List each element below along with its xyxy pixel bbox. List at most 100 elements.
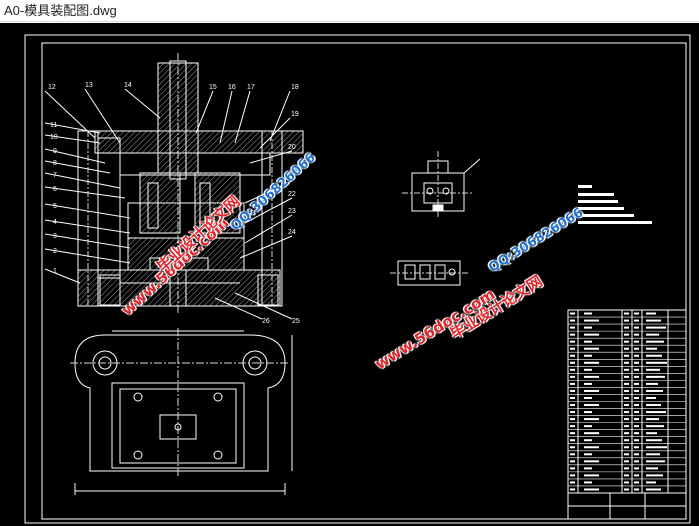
part-label: 1 xyxy=(53,268,57,275)
part-label: 3 xyxy=(53,233,57,240)
bom-cell-mark xyxy=(584,425,592,428)
bom-cell-mark xyxy=(646,446,667,449)
bom-cell-mark xyxy=(624,446,629,449)
bom-cell-mark xyxy=(634,382,639,385)
bom-cell-mark xyxy=(570,439,575,442)
bom-cell-mark xyxy=(646,368,660,371)
part-label: 5 xyxy=(53,203,57,210)
bom-cell-mark xyxy=(584,396,592,399)
bom-cell-mark xyxy=(584,453,592,456)
bom-cell-mark xyxy=(646,340,664,343)
bom-cell-mark xyxy=(634,460,639,463)
bom-cell-mark xyxy=(634,418,639,421)
tech-requirements-notes xyxy=(578,185,652,224)
window-title-bar: A0-模具装配图.dwg xyxy=(0,0,699,22)
bom-cell-mark xyxy=(570,319,575,322)
bom-cell-mark xyxy=(646,404,661,407)
strip-layout-view xyxy=(390,260,470,286)
bom-cell-mark xyxy=(570,375,575,378)
part-label: 26 xyxy=(262,318,270,325)
bom-cell-mark xyxy=(646,361,667,364)
part-label: 24 xyxy=(288,229,296,236)
bom-cell-mark xyxy=(570,347,575,350)
bom-cell-mark xyxy=(634,446,639,449)
bom-cell-mark xyxy=(584,347,599,350)
cad-drawing-canvas: 12 13 14 15 16 17 18 19 11 10 9 8 7 6 5 … xyxy=(24,34,691,524)
bom-cell-mark xyxy=(646,347,657,350)
part-label: 20 xyxy=(288,144,296,151)
part-label: 14 xyxy=(124,82,132,89)
part-label: 18 xyxy=(291,84,299,91)
bom-cell-mark xyxy=(624,389,629,392)
part-label: 8 xyxy=(53,160,57,167)
bom-cell-mark xyxy=(646,326,666,329)
bom-cell-mark xyxy=(624,439,629,442)
bom-row-lines xyxy=(568,316,686,487)
bom-cell-mark xyxy=(570,425,575,428)
bom-cell-mark xyxy=(624,368,629,371)
leader-lines xyxy=(44,88,293,320)
bom-cell-mark xyxy=(634,396,639,399)
bom-cell-mark xyxy=(646,411,666,414)
bom-cell-mark xyxy=(646,319,661,322)
bom-cell-mark xyxy=(624,347,629,350)
bom-cell-mark xyxy=(634,467,639,470)
bom-cell-mark xyxy=(584,326,592,329)
bom-cell-mark xyxy=(634,361,639,364)
bom-cell-mark xyxy=(646,418,659,421)
bom-cell-mark xyxy=(624,319,629,322)
bom-cell-mark xyxy=(624,481,629,484)
bom-cell-mark xyxy=(570,361,575,364)
bom-cell-mark xyxy=(646,382,658,385)
bom-cell-mark xyxy=(570,432,575,435)
bom-cell-mark xyxy=(570,326,575,329)
bom-cell-mark xyxy=(570,488,575,491)
bom-cell-mark xyxy=(584,467,592,470)
bom-cell-mark xyxy=(570,312,575,315)
bom-cell-mark xyxy=(646,460,665,463)
bom-cell-mark xyxy=(584,361,599,364)
bom-cell-mark xyxy=(584,312,592,315)
part-label: 2 xyxy=(53,248,57,255)
bom-cell-mark xyxy=(646,467,658,470)
part-label: 15 xyxy=(209,84,217,91)
bom-cell-mark xyxy=(634,319,639,322)
bom-cell-mark xyxy=(634,404,639,407)
bom-cell-mark xyxy=(624,361,629,364)
part-label: 17 xyxy=(247,84,255,91)
bom-cell-mark xyxy=(570,354,575,357)
part-label: 23 xyxy=(288,208,296,215)
bom-cell-mark xyxy=(646,333,659,336)
bom-cell-mark xyxy=(584,354,592,357)
bom-cell-mark xyxy=(570,404,575,407)
bom-cell-mark xyxy=(646,389,663,392)
bom-cell-mark xyxy=(634,474,639,477)
part-detail-view xyxy=(402,151,481,219)
bom-cell-mark xyxy=(584,446,599,449)
bom-cell-mark xyxy=(634,375,639,378)
bom-cell-mark xyxy=(634,411,639,414)
bom-cell-mark xyxy=(570,467,575,470)
bom-cell-mark xyxy=(570,418,575,421)
bom-cell-mark xyxy=(634,432,639,435)
bom-cell-mark xyxy=(584,404,599,407)
bom-cell-mark xyxy=(570,446,575,449)
bom-cell-mark xyxy=(584,368,592,371)
bom-cell-mark xyxy=(624,312,629,315)
bom-cell-mark xyxy=(570,460,575,463)
bom-cell-mark xyxy=(624,411,629,414)
bom-cell-mark xyxy=(634,333,639,336)
bom-cell-mark xyxy=(634,439,639,442)
window-title: A0-模具装配图.dwg xyxy=(4,3,117,18)
bom-cell-mark xyxy=(646,312,656,315)
bom-cell-mark xyxy=(570,396,575,399)
part-label: 22 xyxy=(288,191,296,198)
bom-cell-mark xyxy=(584,418,599,421)
part-label: 11 xyxy=(50,122,57,129)
part-label: 7 xyxy=(53,172,57,179)
bom-cell-mark xyxy=(646,425,664,428)
bom-cell-mark xyxy=(634,312,639,315)
section-view xyxy=(77,53,304,313)
cad-drawing-viewport[interactable]: 12 13 14 15 16 17 18 19 11 10 9 8 7 6 5 … xyxy=(0,23,699,526)
bom-cell-mark xyxy=(624,467,629,470)
